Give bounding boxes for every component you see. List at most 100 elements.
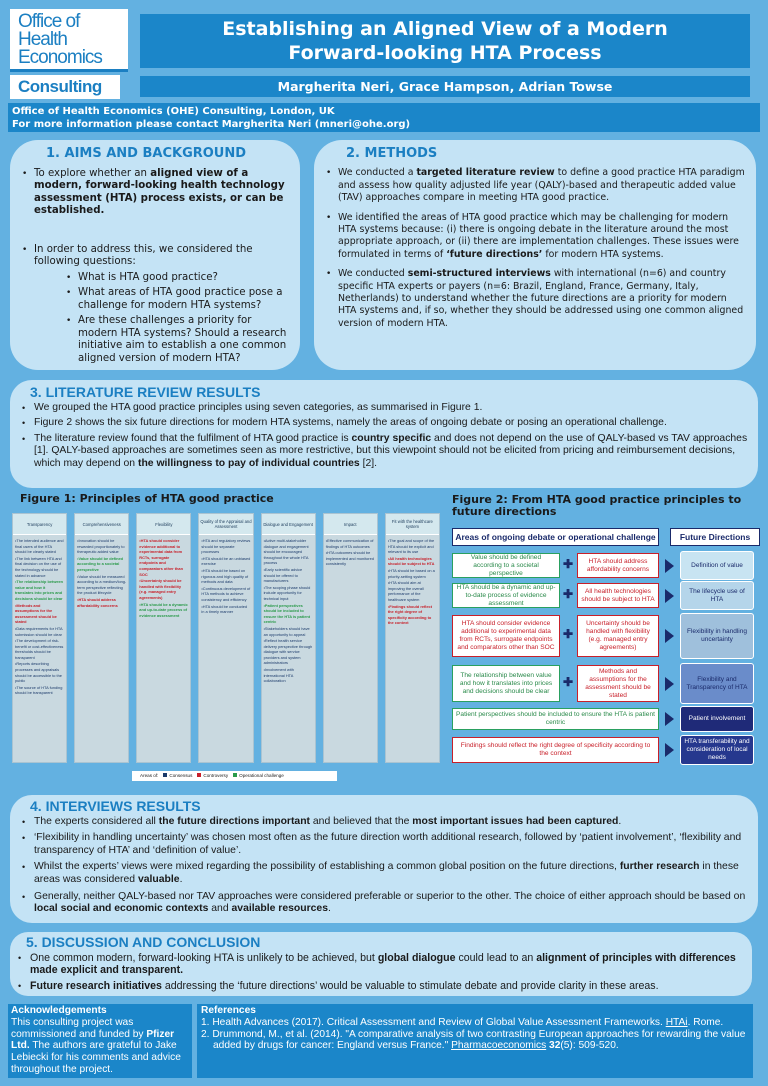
principle-item: •Involvement with international HTA coll… bbox=[263, 667, 294, 684]
principle-item: •The goal and scope of the HTA should be… bbox=[387, 538, 435, 555]
legend-text: Consensus bbox=[169, 773, 193, 778]
question: Are these challenges a priority for mode… bbox=[62, 315, 288, 365]
bold-text: valuable bbox=[137, 873, 180, 885]
challenge-box: Value should be defined according to a s… bbox=[452, 553, 560, 578]
bold-text: targeted literature review bbox=[416, 167, 555, 179]
principle-item: •Active multi-stakeholder dialogue and e… bbox=[263, 538, 309, 566]
figure1-table: Transparency•The intended audience and f… bbox=[12, 513, 440, 763]
text-run: and does not depend on the use of QALY-b… bbox=[34, 432, 748, 469]
plus-icon: ✚ bbox=[562, 556, 574, 571]
column-header: Dialogue and Engagement bbox=[261, 514, 315, 535]
ack-body: This consulting project was commissioned… bbox=[11, 1017, 189, 1076]
text-run: This consulting project was commissioned… bbox=[11, 1016, 147, 1040]
text-run: ‘Flexibility in handling uncertainty’ wa… bbox=[34, 832, 742, 856]
text-run: Figure 2 shows the six future directions… bbox=[34, 417, 667, 428]
challenge-box: Methods and assumptions for the assessme… bbox=[577, 665, 659, 702]
text-run: could lead to an bbox=[455, 951, 537, 964]
bold-text: Pfizer Ltd. bbox=[11, 1028, 175, 1052]
references: References 1. Health Advances (2017). Cr… bbox=[197, 1004, 753, 1078]
bullet: Figure 2 shows the six future directions… bbox=[18, 417, 748, 430]
challenge-box: All health technologies should be subjec… bbox=[577, 583, 659, 608]
principle-column: Fit with the healthcare system•The goal … bbox=[384, 513, 440, 763]
ohe-logo: Office of Health Economics bbox=[10, 9, 128, 72]
text-run: The experts considered all bbox=[34, 815, 159, 827]
principle-item: •Uncertainty should be handled with flex… bbox=[139, 578, 182, 600]
challenge-box: HTA should consider evidence additional … bbox=[452, 615, 560, 657]
methods-panel: 2. METHODS We conducted a targeted liter… bbox=[314, 140, 756, 370]
principle-item: •HTA should be a dynamic and up-to-date … bbox=[139, 601, 188, 618]
text-run: [2]. bbox=[359, 457, 378, 469]
arrow-right-icon bbox=[665, 676, 674, 691]
bullet: We conducted semi-structured interviews … bbox=[322, 268, 746, 330]
bold-text: most important issues had been captured bbox=[412, 815, 619, 827]
text-run: . bbox=[327, 903, 331, 915]
principle-item: •HTA outcomes should be implemented and … bbox=[325, 550, 374, 567]
text-run: for modern HTA systems. bbox=[542, 248, 664, 260]
bold-text: semi-structured interviews bbox=[407, 268, 551, 280]
challenge-box: HTA should address affordability concern… bbox=[577, 553, 659, 578]
column-header: Quality of the Appraisal and Assessment bbox=[199, 514, 253, 535]
text-run: addressing the ‘future directions’ would… bbox=[161, 979, 659, 992]
bullet: The experts considered all the future di… bbox=[18, 816, 748, 829]
principle-item: •HTA should be an unbiased exercise bbox=[201, 555, 251, 567]
principle-column: Quality of the Appraisal and Assessment •… bbox=[198, 513, 254, 763]
challenge-box: Findings should reflect the right degree… bbox=[452, 737, 659, 763]
principle-item: •Continuous development of HTA methods t… bbox=[201, 585, 251, 602]
contact: For more information please contact Marg… bbox=[12, 119, 411, 130]
legend-item: Controversy bbox=[197, 771, 228, 781]
text-run: Generally, neither QALY-based nor TAV ap… bbox=[34, 890, 746, 902]
text-run: The authors are grateful to Jake Lebieck… bbox=[11, 1040, 181, 1075]
legend-swatch bbox=[233, 773, 238, 777]
principle-column: Dialogue and Engagement •Active multi-sta… bbox=[260, 513, 316, 763]
affiliation: Office of Health Economics (OHE) Consult… bbox=[12, 106, 335, 117]
section-heading: 3. LITERATURE REVIEW RESULTS bbox=[30, 384, 261, 400]
future-direction-box: Flexibility and Transparency of HTA bbox=[680, 663, 754, 704]
legend-swatch bbox=[163, 773, 168, 777]
principle-item: •Effective communication of findings of … bbox=[325, 538, 374, 549]
text-run: . Rome. bbox=[687, 1016, 724, 1028]
principle-item: •Stakeholders should have an opportunity… bbox=[263, 625, 310, 637]
bullet: ‘Flexibility in handling uncertainty’ wa… bbox=[18, 832, 748, 857]
bullet: We identified the areas of HTA good prac… bbox=[322, 212, 746, 262]
principle-item: •Reflect health service delivery perspec… bbox=[263, 638, 313, 666]
principle-item: •Value should be measured according to a… bbox=[77, 573, 127, 596]
bold-text: the future directions important bbox=[158, 815, 311, 827]
legend-text: Controversy bbox=[203, 773, 229, 778]
figure1-title: Figure 1: Principles of HTA good practic… bbox=[20, 492, 274, 505]
bullet: Future research initiatives addressing t… bbox=[14, 980, 742, 993]
aims-panel: 1. AIMS AND BACKGROUND To explore whethe… bbox=[10, 140, 300, 370]
plus-icon: ✚ bbox=[562, 586, 574, 601]
principle-item: •Findings should reflect the right degre… bbox=[387, 603, 433, 626]
future-direction-box: Patient involvement bbox=[680, 706, 754, 732]
text-run: Whilst the experts’ views were mixed reg… bbox=[34, 861, 620, 873]
bold-text: available resources bbox=[231, 903, 328, 915]
bullet: To explore whether an aligned view of a … bbox=[18, 168, 288, 218]
logo-line: Office of bbox=[18, 11, 80, 32]
text-run: 2. Drummond, M., et al. (2014). "A compa… bbox=[201, 1028, 746, 1052]
column-header: Impact bbox=[323, 514, 377, 535]
challenge-box: HTA should be a dynamic and up-to-date p… bbox=[452, 583, 560, 608]
principle-item: •HTA should be conducted in a timely man… bbox=[201, 603, 248, 615]
authors: Margherita Neri, Grace Hampson, Adrian T… bbox=[140, 76, 750, 97]
figure2-left-header: Areas of ongoing debate or operational c… bbox=[452, 528, 659, 546]
challenge-box: The relationship between value and how i… bbox=[452, 665, 560, 702]
principle-item: •The development of risk-benefit or cost… bbox=[15, 638, 64, 660]
bold-text: aligned view of a modern, forward-lookin… bbox=[34, 167, 285, 217]
bullet: In order to address this, we considered … bbox=[18, 244, 288, 366]
bullet: One common modern, forward-looking HTA i… bbox=[14, 952, 742, 977]
section-heading: 5. DISCUSSION AND CONCLUSION bbox=[26, 934, 261, 950]
plus-icon: ✚ bbox=[562, 627, 574, 641]
reference-item: 1. Health Advances (2017). Critical Asse… bbox=[201, 1017, 749, 1029]
link-text[interactable]: Pharmacoeconomics bbox=[451, 1040, 547, 1052]
link-text[interactable]: HTAi bbox=[665, 1016, 688, 1028]
principle-item: •The intended audience and final users o… bbox=[15, 538, 64, 555]
section-heading: 1. AIMS AND BACKGROUND bbox=[46, 146, 247, 161]
text-run: We grouped the HTA good practice princip… bbox=[34, 401, 483, 413]
text-run: In order to address this, we considered … bbox=[34, 243, 253, 268]
bold-text: local social and economic contexts bbox=[34, 903, 209, 915]
legend-swatch bbox=[197, 773, 202, 777]
bold-text: alignment of principles with differences… bbox=[30, 951, 736, 977]
principle-item: •The link between HTA and final decision… bbox=[15, 555, 62, 578]
poster-title: Establishing an Aligned View of a Modern… bbox=[140, 14, 750, 68]
